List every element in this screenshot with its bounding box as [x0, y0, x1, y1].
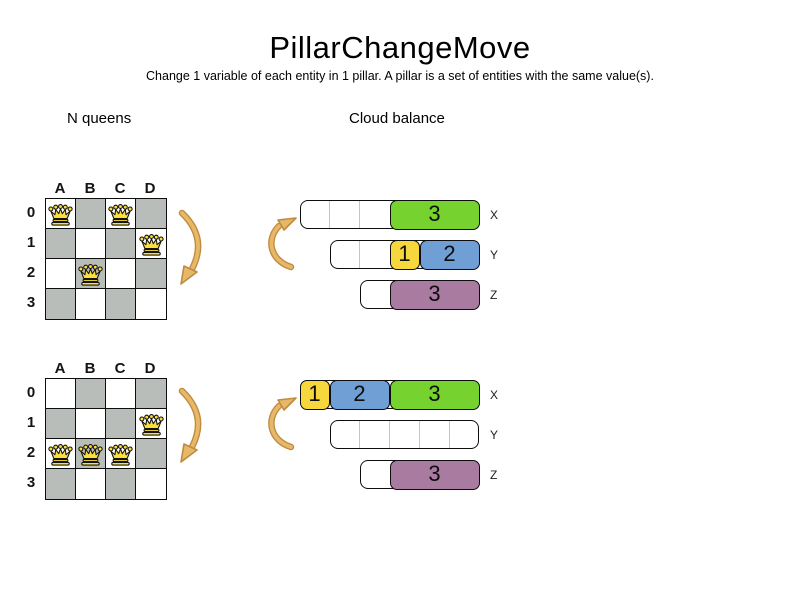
board-cell-d1	[136, 409, 166, 439]
pillar-move-down-arrow-icon	[178, 209, 202, 285]
board-cell-c3	[106, 289, 136, 319]
board-cell-c0	[106, 379, 136, 409]
board-cell-b2	[76, 259, 106, 289]
page-title: PillarChangeMove	[269, 30, 531, 65]
process-block: 2	[419, 239, 480, 270]
board-cell-b2	[76, 439, 106, 469]
column-label-b: B	[84, 360, 96, 377]
column-labels: A B C D	[45, 361, 170, 378]
board-cell-a1	[46, 229, 76, 259]
computer-label-x: X	[490, 388, 499, 402]
board-cell-a3	[46, 469, 76, 499]
process-block: 1	[299, 379, 330, 410]
board-cell-d0	[136, 379, 166, 409]
queen-icon	[78, 263, 103, 286]
column-labels: A B C D	[45, 181, 170, 198]
slot-divider	[419, 421, 420, 448]
board-cell-a3	[46, 289, 76, 319]
cloudbalance-heading: Cloud balance	[349, 110, 445, 127]
board-cell-c1	[106, 409, 136, 439]
board-cell-b1	[76, 229, 106, 259]
board-cell-a0	[46, 199, 76, 229]
column-label-d: D	[144, 360, 156, 377]
row-label-0: 0	[26, 204, 36, 221]
computer-bar-x: 3	[300, 199, 480, 230]
slot-divider	[449, 421, 450, 448]
slot-divider	[359, 241, 360, 268]
process-block: 3	[389, 459, 480, 490]
process-block: 3	[389, 199, 480, 230]
nqueens-board-after: A B C D 0 1 2 3	[20, 361, 170, 500]
computer-label-z: Z	[490, 468, 498, 482]
board-cell-d1	[136, 229, 166, 259]
board-cell-a1	[46, 409, 76, 439]
board-cell-d3	[136, 289, 166, 319]
process-block: 3	[389, 379, 480, 410]
computer-label-x: X	[490, 208, 499, 222]
board-cell-c3	[106, 469, 136, 499]
board-cell-d2	[136, 439, 166, 469]
pillar-move-up-arrow-icon	[268, 397, 297, 451]
board-cell-a2	[46, 439, 76, 469]
board-cell-d0	[136, 199, 166, 229]
computer-bar-y	[330, 420, 479, 449]
queen-icon	[48, 203, 73, 226]
queen-icon	[108, 203, 133, 226]
board-cell-b0	[76, 379, 106, 409]
queen-icon	[78, 443, 103, 466]
pillar-move-down-arrow-icon	[178, 387, 202, 463]
board-cell-c1	[106, 229, 136, 259]
board-cell-b0	[76, 199, 106, 229]
column-label-c: C	[114, 180, 126, 197]
column-label-a: A	[54, 360, 66, 377]
computer-label-y: Y	[490, 428, 499, 442]
row-label-0: 0	[26, 384, 36, 401]
board-cell-c0	[106, 199, 136, 229]
board-cell-c2	[106, 439, 136, 469]
board-cell-a0	[46, 379, 76, 409]
process-block: 3	[389, 279, 480, 310]
queen-icon	[48, 443, 73, 466]
computer-label-y: Y	[490, 248, 499, 262]
slot-divider	[359, 421, 360, 448]
board-cell-d2	[136, 259, 166, 289]
queen-icon	[138, 413, 164, 436]
computer-bar-z: 3	[360, 459, 480, 490]
row-label-3: 3	[26, 474, 36, 491]
computer-bar-z: 3	[360, 279, 480, 310]
board-grid	[45, 198, 167, 320]
computer-label-z: Z	[490, 288, 498, 302]
row-label-1: 1	[26, 234, 36, 251]
column-label-b: B	[84, 180, 96, 197]
row-label-2: 2	[26, 444, 36, 461]
board-cell-b1	[76, 409, 106, 439]
row-label-1: 1	[26, 414, 36, 431]
slot-divider	[329, 201, 330, 228]
queen-icon	[138, 233, 164, 256]
nqueens-board-before: A B C D 0 1 2 3	[20, 181, 170, 320]
board-grid	[45, 378, 167, 500]
page-subtitle: Change 1 variable of each entity in 1 pi…	[146, 69, 654, 83]
slot-divider	[359, 201, 360, 228]
nqueens-heading: N queens	[67, 110, 132, 127]
row-label-2: 2	[26, 264, 36, 281]
column-label-d: D	[144, 180, 156, 197]
board-cell-c2	[106, 259, 136, 289]
board-cell-d3	[136, 469, 166, 499]
process-block: 2	[329, 379, 390, 410]
column-label-a: A	[54, 180, 66, 197]
queen-icon	[108, 443, 133, 466]
board-cell-b3	[76, 289, 106, 319]
column-label-c: C	[114, 360, 126, 377]
row-label-3: 3	[26, 294, 36, 311]
process-block: 1	[389, 239, 420, 270]
pillar-move-up-arrow-icon	[268, 217, 297, 271]
board-cell-a2	[46, 259, 76, 289]
board-cell-b3	[76, 469, 106, 499]
slot-divider	[389, 421, 390, 448]
